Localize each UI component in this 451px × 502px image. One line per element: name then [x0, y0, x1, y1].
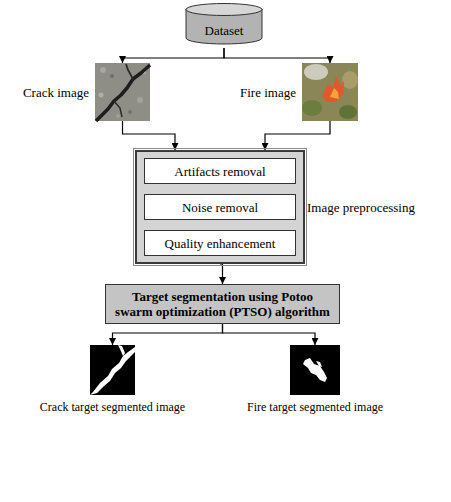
process-box: Artifacts removal [144, 158, 296, 184]
image-label: Fire target segmented image [247, 400, 383, 415]
image-label: Crack target segmented image [40, 400, 185, 415]
flame [322, 76, 344, 102]
gravel-speck [99, 93, 104, 98]
vegetation-patch [339, 105, 357, 119]
crack-branch [126, 64, 133, 79]
cylinder-top [186, 4, 262, 16]
dataset-cylinder: Dataset [185, 3, 263, 48]
crack-photo-ground [95, 63, 150, 121]
crack-image: Crack image [95, 63, 150, 121]
process-box: Quality enhancement [144, 230, 296, 256]
node-label: Noise removal [182, 200, 258, 215]
node-label: Target segmentation using Potoo swarm op… [112, 289, 333, 319]
flow-arrow [123, 121, 176, 150]
flame-core [330, 88, 339, 99]
crack-line [96, 65, 150, 121]
process-box: Noise removal [144, 194, 296, 220]
flow-arrow [123, 48, 225, 63]
image-label: Fire image [240, 85, 296, 100]
mask-ground [290, 345, 340, 395]
fire-mask-fleck [316, 361, 322, 367]
crack-mask-shape [90, 347, 135, 395]
vegetation-patch [342, 71, 358, 89]
crack-photo [95, 63, 150, 121]
node-label: Dataset [205, 13, 244, 38]
fire-image: Fire image [302, 63, 358, 121]
gravel-speck [137, 97, 143, 103]
fire-photo [302, 63, 358, 121]
fire-mask-image: Fire target segmented image [290, 345, 340, 395]
node-label: Quality enhancement [165, 236, 276, 251]
crack-mask [90, 345, 135, 395]
flow-arrow [113, 324, 223, 345]
image-label: Crack image [23, 85, 89, 100]
fire-photo-ground [302, 63, 358, 121]
gravel-speck [128, 110, 132, 114]
smoke [304, 64, 328, 80]
mask-ground [90, 345, 135, 395]
gravel-speck [116, 114, 120, 118]
node-label: Artifacts removal [174, 164, 265, 179]
fire-mask-shape [303, 358, 327, 382]
flow-arrow [223, 324, 316, 345]
fire-mask [290, 345, 340, 395]
crack-branch [114, 101, 122, 117]
process-box: Target segmentation using Potoo swarm op… [105, 284, 340, 324]
flow-arrow [220, 264, 223, 284]
flow-arrow [224, 48, 330, 63]
gravel-speck [100, 67, 106, 73]
preprocessing-group: Image preprocessingArtifacts removalNois… [135, 150, 305, 264]
gravel-speck [110, 74, 114, 78]
vegetation-patch [302, 100, 322, 116]
crack-mask-branch [118, 345, 125, 356]
image-label: Image preprocessing [307, 200, 415, 215]
flow-arrow [265, 121, 330, 150]
crack-mask-image: Crack target segmented image [90, 345, 135, 395]
